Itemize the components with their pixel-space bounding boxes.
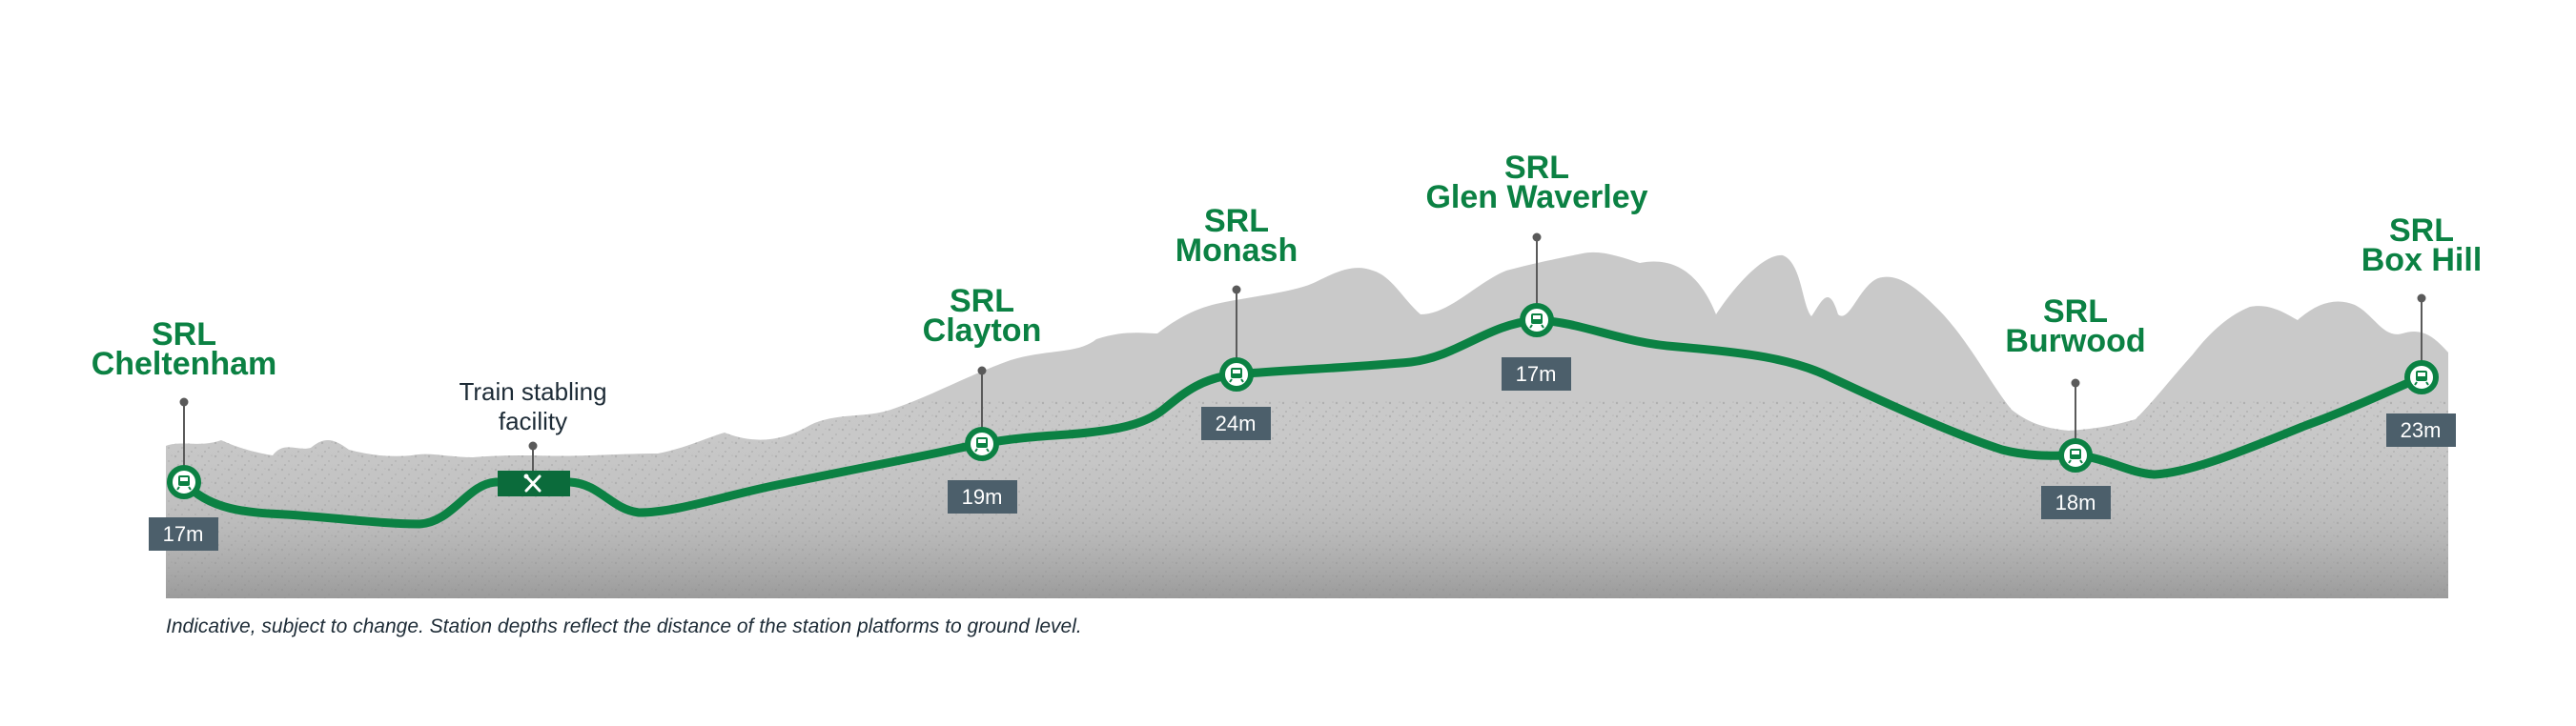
- depth-value: 24m: [1216, 412, 1257, 435]
- station-box-hill[interactable]: SRL Box Hill 23m: [2361, 212, 2483, 447]
- depth-value: 19m: [962, 485, 1003, 509]
- pin-dot-facility: [528, 441, 538, 451]
- station-burwood[interactable]: SRL Burwood 18m: [2005, 293, 2146, 519]
- station-name-line1: SRL: [2389, 212, 2454, 249]
- depth-badge: [2386, 413, 2456, 447]
- depth-value: 17m: [163, 522, 204, 546]
- station-glen-waverley[interactable]: SRL Glen Waverley 17m: [1425, 150, 1648, 391]
- depth-badge: [2041, 486, 2111, 519]
- station-name-line2: Burwood: [2005, 323, 2145, 359]
- station-name-line2: Monash: [1176, 232, 1298, 269]
- train-icon: [2058, 438, 2093, 473]
- station-pins: [179, 232, 2426, 474]
- caption-note: Indicative, subject to change. Station d…: [166, 615, 1082, 637]
- train-icon: [2404, 360, 2439, 394]
- pin-dot-box-hill: [2417, 293, 2426, 303]
- station-monash[interactable]: SRL Monash 24m: [1176, 203, 1298, 440]
- depth-value: 17m: [1516, 362, 1557, 386]
- station-name-line1: SRL: [152, 316, 216, 353]
- facility-label-line2: facility: [499, 407, 567, 435]
- station-name-line1: SRL: [950, 283, 1014, 319]
- pin-dot-clayton: [977, 366, 987, 375]
- pin-dot-cheltenham: [179, 397, 189, 407]
- train-icon: [1520, 303, 1554, 337]
- station-name-line2: Clayton: [923, 313, 1042, 349]
- pin-dot-glen-waverley: [1532, 232, 1542, 242]
- depth-badge: [1201, 407, 1271, 440]
- station-clayton[interactable]: SRL Clayton 19m: [923, 283, 1042, 514]
- station-name-line1: SRL: [1204, 203, 1269, 239]
- train-icon: [965, 427, 999, 461]
- depth-badge: [948, 480, 1017, 514]
- station-name-line2: Box Hill: [2361, 242, 2483, 278]
- train-icon: [167, 465, 201, 499]
- station-cheltenham[interactable]: SRL Cheltenham 17m: [92, 316, 277, 551]
- station-name-line1: SRL: [1504, 150, 1569, 186]
- pin-dot-burwood: [2071, 378, 2080, 388]
- depth-value: 23m: [2401, 418, 2442, 442]
- depth-value: 18m: [2055, 491, 2096, 514]
- station-name-line2: Glen Waverley: [1425, 179, 1647, 215]
- tools-icon: [523, 474, 542, 493]
- station-name-line1: SRL: [2043, 293, 2108, 330]
- depth-badge: [149, 517, 218, 551]
- facility-label-line1: Train stabling: [459, 377, 606, 406]
- pin-dot-monash: [1232, 285, 1241, 294]
- train-icon: [1219, 357, 1254, 392]
- station-name-line2: Cheltenham: [92, 346, 277, 382]
- stabling-facility-marker: [498, 471, 570, 496]
- depth-badge: [1502, 357, 1571, 391]
